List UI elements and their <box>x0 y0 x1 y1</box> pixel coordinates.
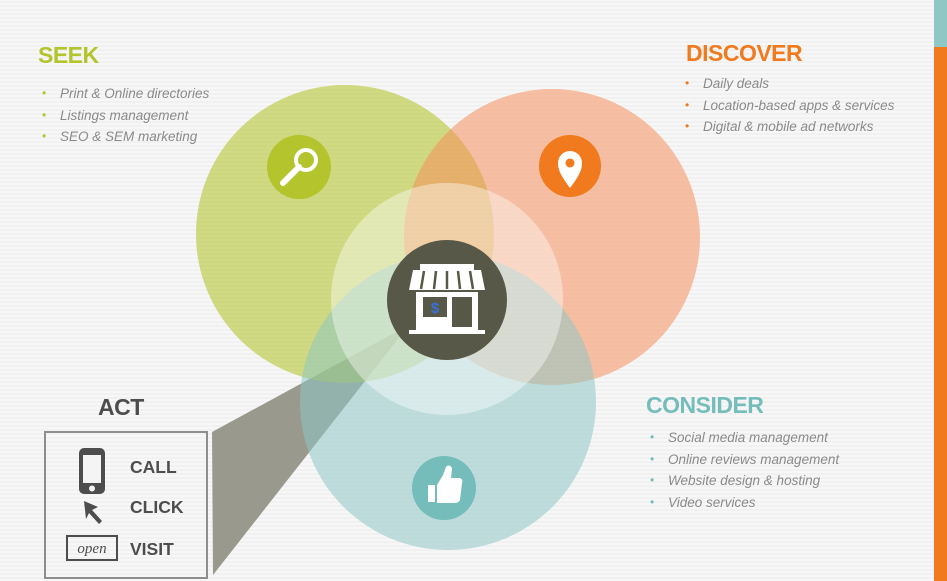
store-sign: $ <box>431 300 440 317</box>
magnifier-icon <box>267 135 331 199</box>
thumbs-up-icon <box>412 456 476 520</box>
act-visit-label: VISIT <box>130 539 174 559</box>
consider-item: Video services <box>646 492 839 514</box>
consider-item: Website design & hosting <box>646 470 839 492</box>
seek-item: Print & Online directories <box>38 83 209 105</box>
open-sign-icon: open <box>66 535 118 561</box>
consider-list: Social media management Online reviews m… <box>646 427 839 513</box>
storefront-icon: $ <box>387 240 507 360</box>
consider-heading: CONSIDER <box>646 392 764 418</box>
discover-item: Location-based apps & services <box>681 95 894 117</box>
act-box: CALL CLICK open VISIT <box>44 431 208 579</box>
act-heading: ACT <box>98 394 144 420</box>
act-click-label: CLICK <box>130 497 184 517</box>
open-sign-text: open <box>77 541 106 557</box>
consider-circle <box>300 254 596 550</box>
discover-item: Digital & mobile ad networks <box>681 116 894 138</box>
smartphone-icon <box>79 448 105 494</box>
seek-list: Print & Online directories Listings mana… <box>38 83 209 148</box>
discover-list: Daily deals Location-based apps & servic… <box>681 73 894 138</box>
consider-item: Online reviews management <box>646 449 839 471</box>
edge-accent-teal <box>934 0 947 47</box>
edge-accent-orange <box>934 47 947 581</box>
discover-item: Daily deals <box>681 73 894 95</box>
act-call-label: CALL <box>130 457 177 477</box>
seek-item: Listings management <box>38 105 209 127</box>
map-pin-icon <box>539 135 601 197</box>
seek-heading: SEEK <box>38 42 99 68</box>
consider-item: Social media management <box>646 427 839 449</box>
seek-item: SEO & SEM marketing <box>38 126 209 148</box>
cursor-arrow-icon <box>84 501 102 524</box>
discover-heading: DISCOVER <box>686 40 803 66</box>
